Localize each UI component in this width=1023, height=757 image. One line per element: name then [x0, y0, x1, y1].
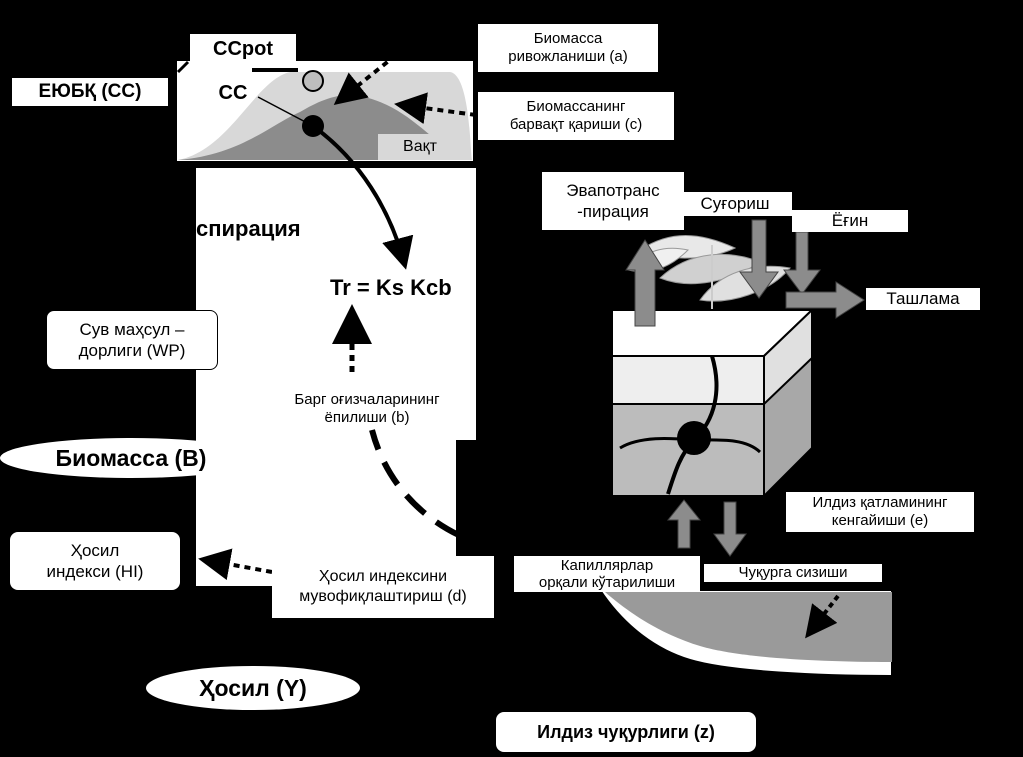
groundwater-icon	[598, 589, 893, 678]
harvest-index-box: Ҳосил индекси (HI)	[10, 532, 180, 590]
biomass-ellipse: Биомасса (B)	[0, 438, 262, 478]
transpiration-label: спирация	[196, 216, 301, 241]
soil-water-arrow	[369, 429, 693, 553]
deep-percolation-box: Чуқурга сизиши	[704, 564, 882, 582]
root-expansion-box: Илдиз қатламининг кенгайиши (e)	[786, 492, 974, 532]
cc-to-tr-arrow	[311, 124, 414, 270]
hi-arrow	[198, 548, 273, 581]
water-productivity-box: Сув маҳсул – дорлиги (WP)	[46, 310, 218, 370]
water-flow-arrows	[625, 219, 865, 557]
root-marker	[677, 421, 711, 455]
soil-cube-icon	[611, 307, 815, 499]
capillary-rise-box: Капиллярлар орқали кўтарилиши	[514, 556, 700, 592]
hi-adjustment-box: Ҳосил индексини мувофиқлаштириш (d)	[272, 556, 494, 618]
stomata-closure-label: Барг оғизчаларининг ёпилиши (b)	[294, 391, 440, 426]
rain-box: Ёғин	[792, 210, 908, 232]
panel-notch	[456, 440, 516, 560]
yield-ellipse: Ҳосил (Y)	[146, 666, 360, 710]
early-senescence-box: Биомассанинг барвақт қариши (c)	[478, 92, 674, 140]
canopy-cover-title: ЕЮБҚ (CC)	[12, 78, 168, 106]
irrigation-box: Суғориш	[678, 192, 792, 216]
root-depth-box: Илдиз чуқурлиги (z)	[496, 712, 756, 752]
time-axis-label: Вақт	[378, 134, 462, 160]
evapotranspiration-box: Эвапотранс -пирация	[542, 172, 684, 230]
central-panel	[196, 168, 476, 586]
biomass-development-box: Биомасса ривожланиши (a)	[478, 24, 658, 72]
transpiration-equation: Tr = Ks Kcb	[330, 275, 452, 300]
ccpot-label: CCpot	[190, 34, 296, 64]
runoff-box: Ташлама	[866, 288, 980, 310]
ccpot-marker	[302, 70, 324, 92]
cc-label: CC	[218, 81, 248, 104]
